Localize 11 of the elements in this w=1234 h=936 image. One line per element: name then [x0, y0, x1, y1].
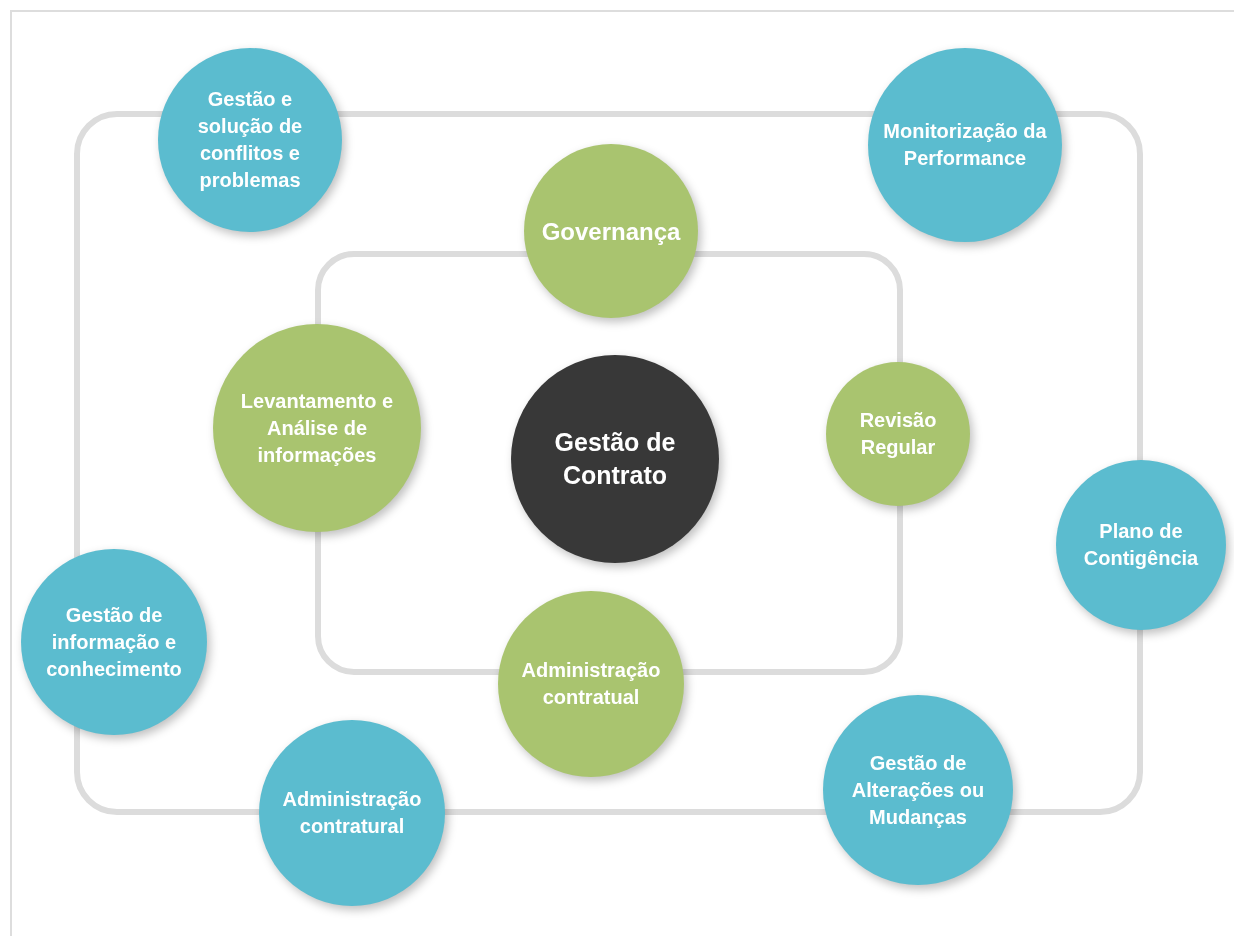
topic-text: Levantamento e Análise de informações	[239, 388, 395, 468]
topic-text: Plano de Contigência	[1082, 519, 1200, 571]
topic-text: Gestão de informação e conhecimento	[45, 602, 183, 682]
topic-text: Gestão e solução de conflitos e problemas	[196, 87, 304, 193]
topic-text: Gestão de Contrato	[553, 427, 677, 491]
topic-text: Administração contratural	[281, 787, 423, 839]
topic-text: Gestão de Alterações ou Mudanças	[850, 750, 986, 830]
topic-text: Revisão Regular	[858, 408, 938, 460]
topic-text: Governança	[541, 217, 681, 245]
topic-text: Administração contratual	[520, 658, 662, 710]
topic-text: Monitorização da Performance	[882, 119, 1048, 171]
